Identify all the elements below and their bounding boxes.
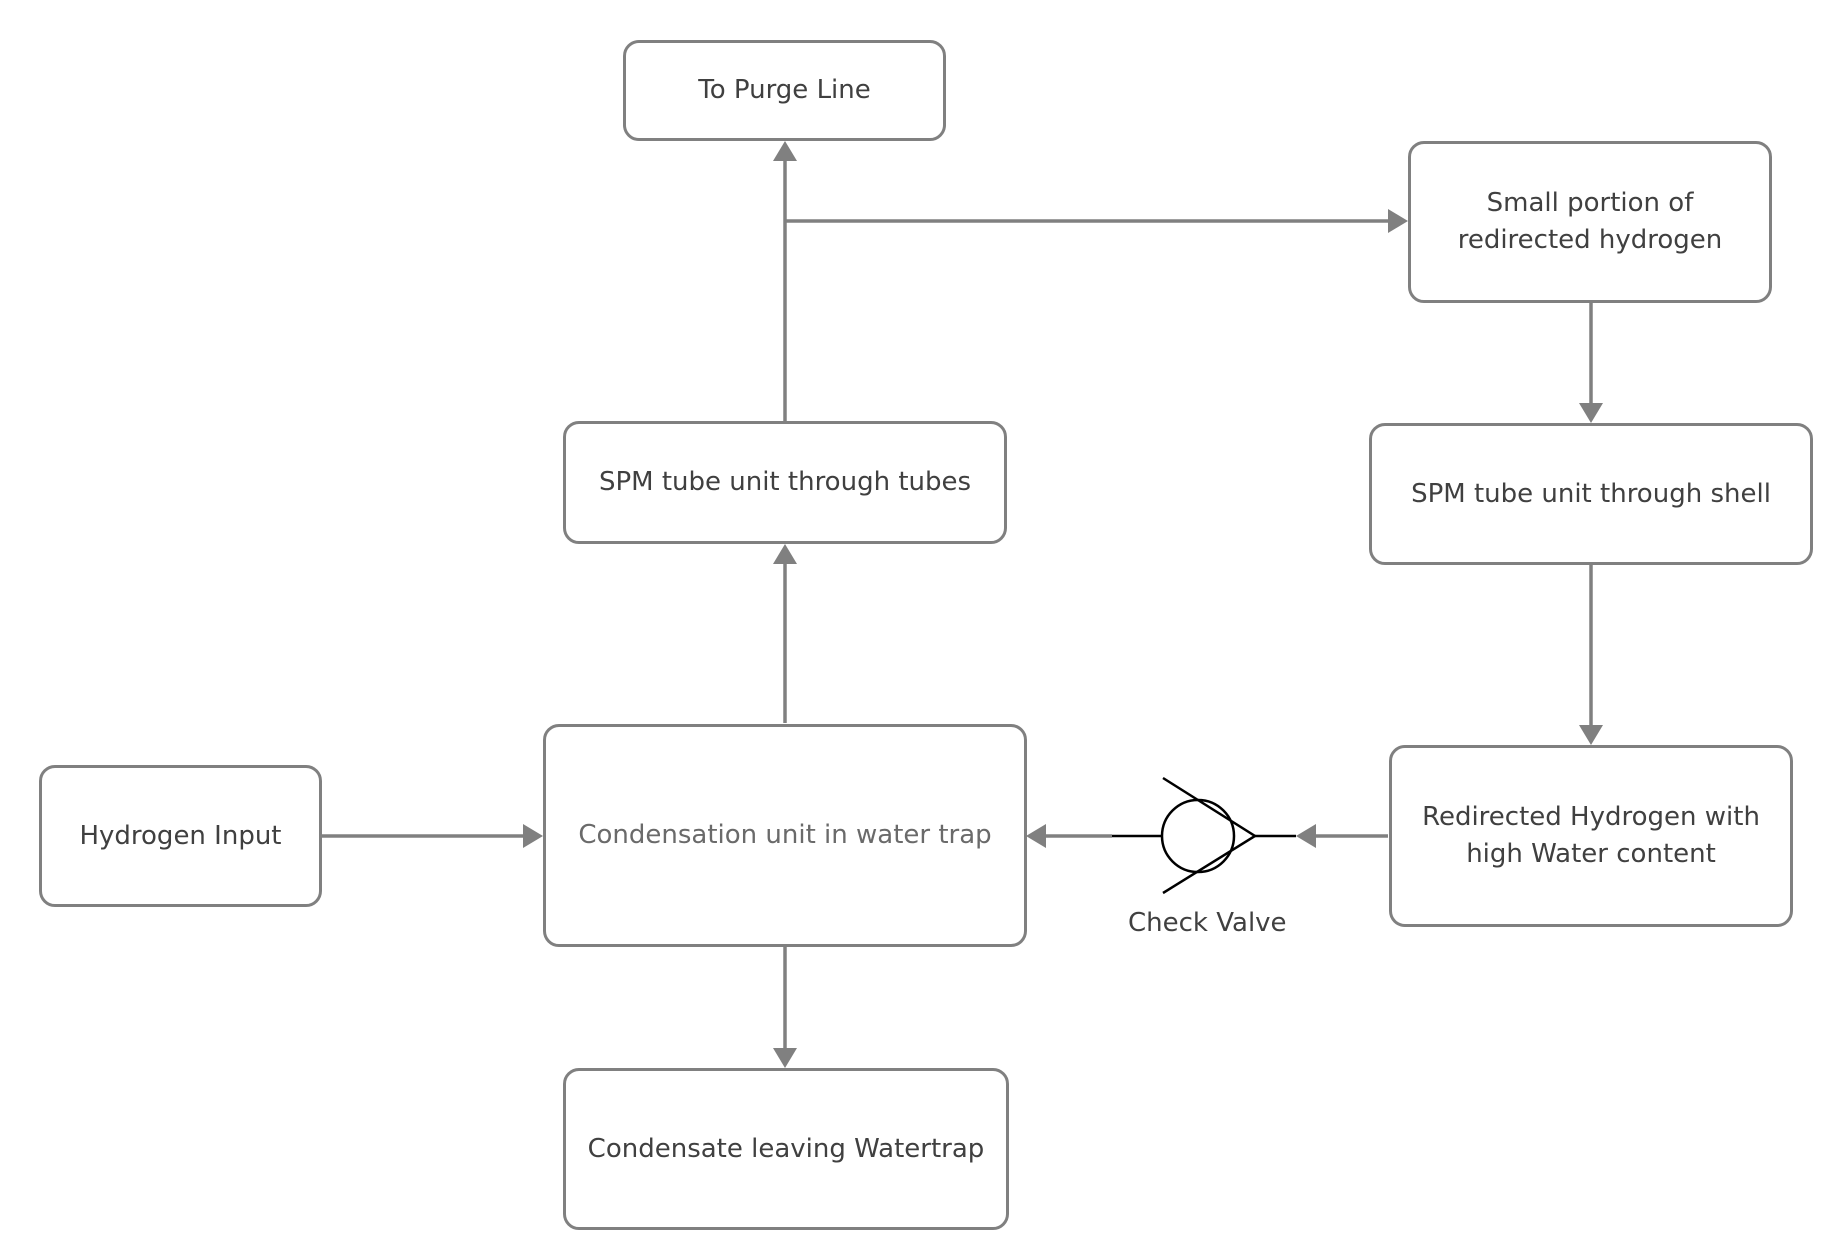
arrowhead-up-spm-tubes (773, 544, 797, 564)
node-redirected-line1: Redirected Hydrogen with (1422, 802, 1760, 832)
arrowhead-left-valve (1296, 824, 1316, 848)
node-redirected-line2: high Water content (1466, 839, 1716, 869)
node-small-portion-line2: redirected hydrogen (1457, 225, 1723, 255)
arrowhead-right-small-portion (1388, 209, 1408, 233)
node-spm-tube-unit-through-tubes: SPM tube unit through tubes (563, 421, 1007, 544)
node-condensation-unit: Condensation unit in water trap (543, 724, 1027, 947)
arrowhead-down-condensate (773, 1048, 797, 1068)
check-valve-seat (1162, 776, 1258, 895)
arrowhead-left-condensation (1026, 824, 1046, 848)
node-spm-tube-unit-through-shell: SPM tube unit through shell (1369, 423, 1813, 565)
arrowhead-down-spm-shell (1579, 403, 1603, 423)
node-small-portion-line1: Small portion of (1486, 188, 1694, 218)
node-condensate-label: Condensate leaving Watertrap (587, 1133, 985, 1164)
node-to-purge-line: To Purge Line (623, 40, 946, 141)
node-hydrogen-input-label: Hydrogen Input (79, 820, 282, 851)
node-to-purge-line-label: To Purge Line (698, 75, 871, 105)
node-small-portion-redirected-hydrogen: Small portion of redirected hydrogen (1408, 141, 1772, 303)
arrowhead-down-redirected (1579, 725, 1603, 745)
check-valve-label: Check Valve (1128, 908, 1287, 938)
node-spm-tubes-label: SPM tube unit through tubes (598, 467, 972, 497)
node-condensation-unit-label: Condensation unit in water trap (578, 820, 992, 850)
node-hydrogen-input: Hydrogen Input (39, 765, 322, 907)
node-condensate-leaving-watertrap: Condensate leaving Watertrap (563, 1068, 1009, 1230)
arrowhead-up-purge (773, 141, 797, 161)
check-valve-symbol (1112, 776, 1296, 895)
check-valve-ball (1160, 798, 1236, 874)
node-redirected-hydrogen-high-water: Redirected Hydrogen with high Water cont… (1389, 745, 1793, 927)
node-spm-shell-label: SPM tube unit through shell (1411, 478, 1771, 509)
arrowhead-right-condensation (523, 824, 543, 848)
